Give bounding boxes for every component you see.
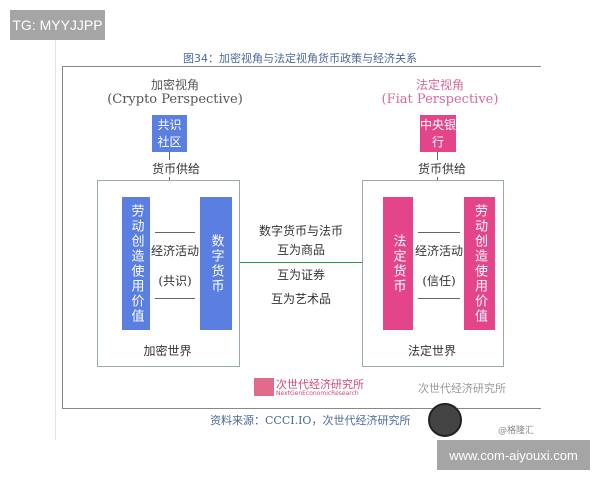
consensus-label: (共识)	[158, 274, 192, 288]
labor-bar: 劳动创造使用价值	[464, 197, 495, 330]
central-bank-box: 中央银行	[420, 115, 456, 152]
logo-icon	[254, 378, 274, 396]
trust-label: (信任)	[422, 274, 456, 288]
url-watermark: www.com-aiyouxi.com	[437, 440, 590, 470]
money-supply-label: 货币供给	[418, 160, 467, 177]
economic-activity: 经济活动	[414, 244, 463, 258]
fiat-heading: 法定视角	[415, 78, 464, 92]
fiat-currency-bar: 法定货币	[383, 197, 413, 330]
divider	[55, 40, 56, 440]
center-line3: 互为证券	[276, 268, 325, 282]
crypto-heading: 加密视角	[150, 78, 199, 92]
labor-bar: 劳动创造使用价值	[122, 197, 150, 330]
arrow	[418, 298, 460, 299]
source-note: 资料来源：CCCI.IO，次世代经济研究所	[210, 414, 411, 427]
arrow	[155, 232, 195, 233]
center-line1: 数字货币与法币	[258, 224, 343, 238]
figure-title: 图34：加密视角与法定视角货币政策与经济关系	[183, 52, 417, 65]
crypto-world-label: 加密世界	[143, 344, 192, 358]
arrow	[155, 298, 195, 299]
fiat-world-label: 法定世界	[407, 344, 456, 358]
fiat-subheading: (Fiat Perspective)	[381, 92, 499, 107]
double-arrow	[240, 262, 362, 263]
crypto-subheading: (Crypto Perspective)	[107, 92, 243, 107]
digital-currency-bar: 数字货币	[200, 197, 232, 330]
economic-activity: 经济活动	[150, 244, 199, 258]
money-supply-label: 货币供给	[152, 160, 201, 177]
wechat-watermark: 次世代经济研究所	[418, 382, 506, 395]
fiat-world-box	[362, 180, 504, 367]
logo-sub: NextGenEconomicResearch	[276, 390, 359, 397]
crypto-world-box	[97, 180, 240, 367]
handle: @格隆汇	[498, 426, 535, 436]
center-line2: 互为商品	[276, 243, 325, 257]
avatar	[428, 403, 462, 437]
arrow	[418, 232, 460, 233]
consensus-community-box: 共识社区	[152, 115, 187, 152]
diagram-frame	[62, 66, 541, 409]
center-line4: 互为艺术品	[270, 292, 331, 306]
tg-badge: TG: MYYJJPP	[10, 10, 105, 40]
logo-name: 次世代经济研究所	[276, 378, 364, 391]
